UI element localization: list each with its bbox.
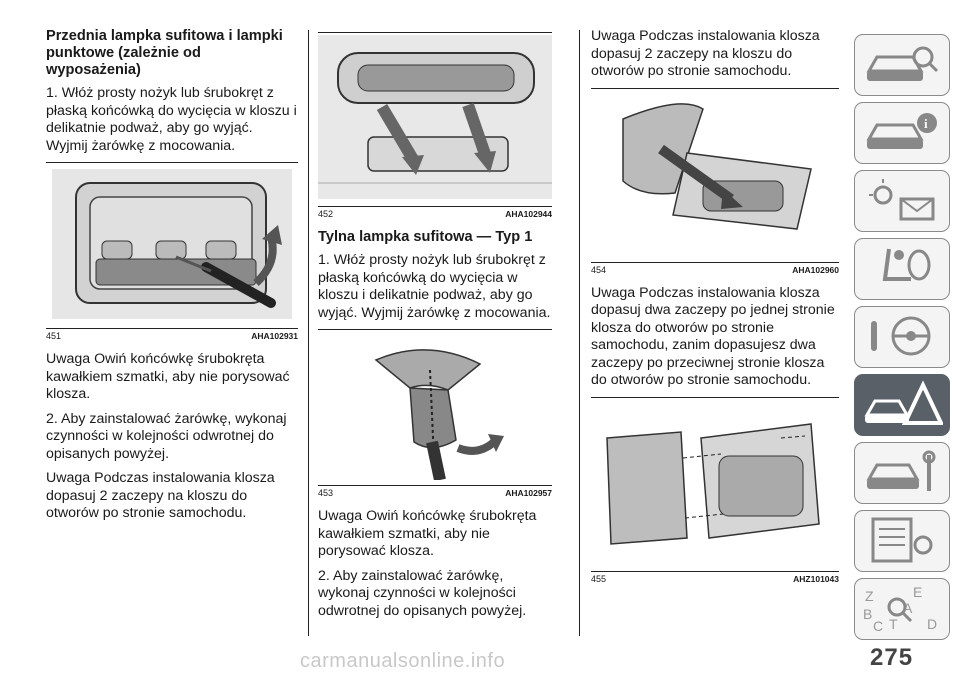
step-2-text: 2. Aby zainstalować żarówkę, wykonaj czy… bbox=[46, 410, 287, 462]
watermark: carmanualsonline.info bbox=[300, 650, 506, 672]
figure-454: 454 AHA102960 bbox=[591, 87, 839, 275]
column-divider-2 bbox=[579, 30, 580, 636]
front-lamp-illustration bbox=[46, 163, 298, 328]
tab-letter: B bbox=[863, 606, 872, 622]
warning-lights-icon bbox=[869, 179, 935, 221]
tab-letter: A bbox=[903, 600, 913, 616]
figure-451: 451 AHA102931 bbox=[46, 162, 298, 341]
chapter-tabs: i bbox=[854, 34, 950, 646]
page-number: 275 bbox=[870, 644, 914, 671]
step-1-text: 1. Włóż prosty nożyk lub śrubokręt z pła… bbox=[46, 85, 297, 154]
figure-455: 455 AHZ101043 bbox=[591, 396, 839, 584]
tab-car-info[interactable]: i bbox=[854, 102, 950, 164]
column-2: 452 AHA102944 Tylna lampka sufitowa — Ty… bbox=[318, 28, 552, 627]
figure-code: AHA102960 bbox=[792, 264, 839, 275]
figure-number: 455 bbox=[591, 573, 607, 584]
steering-wheel-icon bbox=[871, 316, 931, 356]
specifications-list-icon bbox=[871, 517, 933, 563]
section-heading-front-lamp: Przednia lampka sufitowa i lampki punkto… bbox=[46, 28, 283, 78]
tab-in-an-emergency[interactable] bbox=[854, 374, 950, 436]
figure-number: 454 bbox=[591, 264, 607, 275]
tab-letter: C bbox=[873, 618, 883, 633]
figure-453: 453 AHA102957 bbox=[318, 329, 552, 498]
rear-lamp-illustration bbox=[318, 330, 552, 485]
figure-code: AHA102944 bbox=[505, 209, 552, 219]
note-cloth: Uwaga Owiń końcówkę śrubokręta kawałkiem… bbox=[318, 508, 537, 559]
figure-number: 452 bbox=[318, 209, 334, 219]
tab-letter: E bbox=[913, 584, 922, 600]
lamp-removal-illustration bbox=[318, 33, 552, 206]
tab-technical-specs[interactable] bbox=[854, 510, 950, 572]
tab-index[interactable]: Z E B A C T D bbox=[854, 578, 950, 640]
airbag-seat-icon bbox=[882, 248, 931, 281]
lens-clips-illustration bbox=[591, 398, 839, 571]
figure-number: 451 bbox=[46, 331, 62, 341]
tab-letter: T bbox=[889, 616, 898, 632]
car-info-icon: i bbox=[866, 113, 937, 149]
svg-text:i: i bbox=[924, 116, 928, 131]
section-heading-rear-lamp: Tylna lampka sufitowa — Typ 1 bbox=[318, 229, 533, 245]
note-clips: Uwaga Podczas instalowania klosza dopasu… bbox=[46, 470, 275, 521]
car-search-icon bbox=[866, 46, 939, 81]
note-cloth: Uwaga Owiń końcówkę śrubokręta kawałkiem… bbox=[46, 351, 290, 402]
car-service-icon bbox=[866, 450, 936, 491]
tab-knowing-your-car[interactable] bbox=[854, 34, 950, 96]
tab-starting-driving[interactable] bbox=[854, 306, 950, 368]
note-two-clips: Uwaga Podczas instalowania klosza dopasu… bbox=[591, 284, 835, 389]
column-divider-1 bbox=[308, 30, 309, 636]
tab-letter: Z bbox=[865, 588, 874, 604]
column-3: Uwaga Podczas instalowania klosza dopasu… bbox=[591, 28, 839, 594]
breakdown-warning-icon bbox=[864, 380, 943, 425]
tab-warning-lights[interactable] bbox=[854, 170, 950, 232]
tab-servicing[interactable] bbox=[854, 442, 950, 504]
figure-452: 452 AHA102944 bbox=[318, 32, 552, 219]
tab-letter: D bbox=[927, 616, 937, 632]
lens-fitting-illustration bbox=[591, 89, 839, 262]
column-1: Przednia lampka sufitowa i lampki punkto… bbox=[46, 28, 298, 530]
figure-code: AHA102931 bbox=[251, 331, 298, 341]
step-1-text: 1. Włóż prosty nożyk lub śrubokręt z pła… bbox=[318, 252, 551, 321]
tab-safety[interactable] bbox=[854, 238, 950, 300]
figure-code: AHZ101043 bbox=[793, 573, 839, 584]
step-2-text: 2. Aby zainstalować żarówkę, wykonaj czy… bbox=[318, 567, 527, 619]
figure-code: AHA102957 bbox=[505, 488, 552, 498]
alphabetical-index-icon: Z E B A C T D bbox=[863, 584, 937, 633]
note-clips: Uwaga Podczas instalowania klosza dopasu… bbox=[591, 28, 820, 79]
figure-number: 453 bbox=[318, 488, 334, 498]
